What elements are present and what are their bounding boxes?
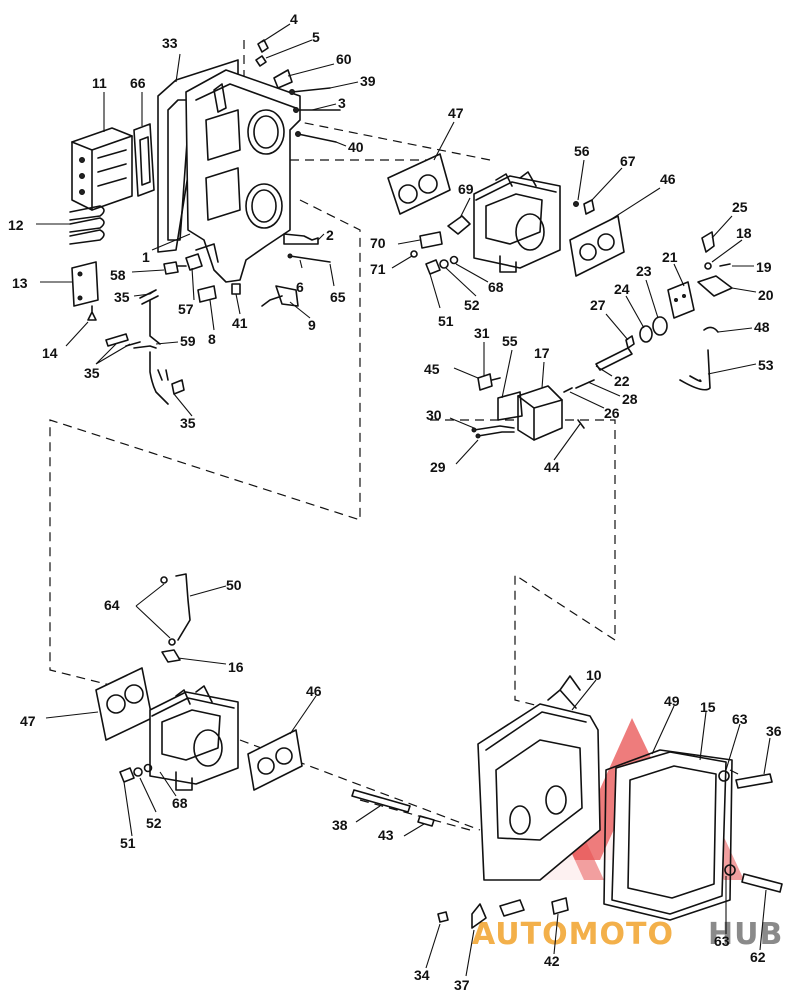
- callout-71: 71: [370, 261, 386, 277]
- callout-69: 69: [458, 181, 474, 197]
- callout-11: 11: [92, 75, 107, 91]
- callout-13: 13: [12, 275, 28, 291]
- callout-24: 24: [614, 281, 630, 297]
- intake-manifold-assembly: [69, 39, 341, 321]
- callout-40: 40: [348, 139, 364, 155]
- callout-68-lower: 68: [172, 795, 188, 811]
- callout-1: 1: [142, 249, 150, 265]
- callout-56: 56: [574, 143, 590, 159]
- callout-51-upper: 51: [438, 313, 454, 329]
- callout-16: 16: [228, 659, 244, 675]
- callout-8: 8: [208, 331, 216, 347]
- callout-22: 22: [614, 373, 630, 389]
- callout-52-upper: 52: [464, 297, 480, 313]
- callout-35-upper: 35: [114, 289, 130, 305]
- callout-41: 41: [232, 315, 248, 331]
- assembly-lines: [49, 40, 741, 831]
- callout-3: 3: [338, 95, 346, 111]
- callout-10: 10: [586, 667, 602, 683]
- callout-30: 30: [426, 407, 442, 423]
- callout-58: 58: [110, 267, 126, 283]
- callout-38: 38: [332, 817, 348, 833]
- callout-67: 67: [620, 153, 636, 169]
- callout-26: 26: [604, 405, 620, 421]
- callout-45: 45: [424, 361, 440, 377]
- callout-44: 44: [544, 459, 560, 475]
- callout-25: 25: [732, 199, 748, 215]
- callout-48: 48: [754, 319, 770, 335]
- callout-49: 49: [664, 693, 680, 709]
- callout-51-lower: 51: [120, 835, 136, 851]
- leader-lines: [36, 23, 771, 977]
- callout-33: 33: [162, 35, 178, 51]
- callout-35-lower: 35: [180, 415, 196, 431]
- callout-20: 20: [758, 287, 774, 303]
- callout-21: 21: [662, 249, 678, 265]
- callout-23: 23: [636, 263, 652, 279]
- callout-46-lower: 46: [306, 683, 322, 699]
- callout-12: 12: [8, 217, 24, 233]
- callout-39: 39: [360, 73, 376, 89]
- callout-35-middle: 35: [84, 365, 100, 381]
- callout-47-upper: 47: [448, 105, 464, 121]
- callout-62: 62: [750, 949, 766, 965]
- watermark-text-hub: HUB: [708, 917, 783, 952]
- callout-5: 5: [312, 29, 320, 45]
- callout-59: 59: [180, 333, 196, 349]
- callout-6: 6: [296, 279, 304, 295]
- callout-50: 50: [226, 577, 242, 593]
- fuel-hose-set: [105, 289, 185, 405]
- callout-15: 15: [700, 699, 716, 715]
- callout-47-lower: 47: [20, 713, 36, 729]
- callout-42: 42: [544, 953, 560, 969]
- callout-2: 2: [326, 227, 334, 243]
- callout-27: 27: [590, 297, 606, 313]
- callout-29: 29: [430, 459, 446, 475]
- callout-68-upper: 68: [488, 279, 504, 295]
- callout-14: 14: [42, 345, 58, 361]
- callout-36: 36: [766, 723, 782, 739]
- callout-28: 28: [622, 391, 638, 407]
- lower-carburetor: [95, 573, 303, 791]
- callout-55: 55: [502, 333, 518, 349]
- callout-53: 53: [758, 357, 774, 373]
- callout-57: 57: [178, 301, 194, 317]
- callout-37: 37: [454, 977, 470, 993]
- callout-65: 65: [330, 289, 346, 305]
- callout-43: 43: [378, 827, 394, 843]
- callout-63-lower: 63: [714, 933, 730, 949]
- callout-46-upper: 46: [660, 171, 676, 187]
- fuel-pump-parts: [563, 231, 733, 393]
- callout-labels: 4 5 60 39 3 40 33 11 66 12 13 14 1 2 58 …: [8, 11, 782, 993]
- callout-34: 34: [414, 967, 430, 983]
- callout-31: 31: [474, 325, 490, 341]
- callout-19: 19: [756, 259, 772, 275]
- enrichener-solenoid-assembly: [471, 373, 585, 441]
- callout-63-upper: 63: [732, 711, 748, 727]
- callout-66: 66: [130, 75, 146, 91]
- callout-4: 4: [290, 11, 298, 27]
- callout-52-lower: 52: [146, 815, 162, 831]
- callout-70: 70: [370, 235, 386, 251]
- upper-carburetor: [387, 153, 625, 277]
- watermark-text-automoto: AUTOMOTO: [472, 917, 674, 952]
- callout-17: 17: [534, 345, 550, 361]
- silencer-assembly: [351, 675, 783, 929]
- callout-64: 64: [104, 597, 120, 613]
- callout-9: 9: [308, 317, 316, 333]
- callout-60: 60: [336, 51, 352, 67]
- callout-18: 18: [736, 225, 752, 241]
